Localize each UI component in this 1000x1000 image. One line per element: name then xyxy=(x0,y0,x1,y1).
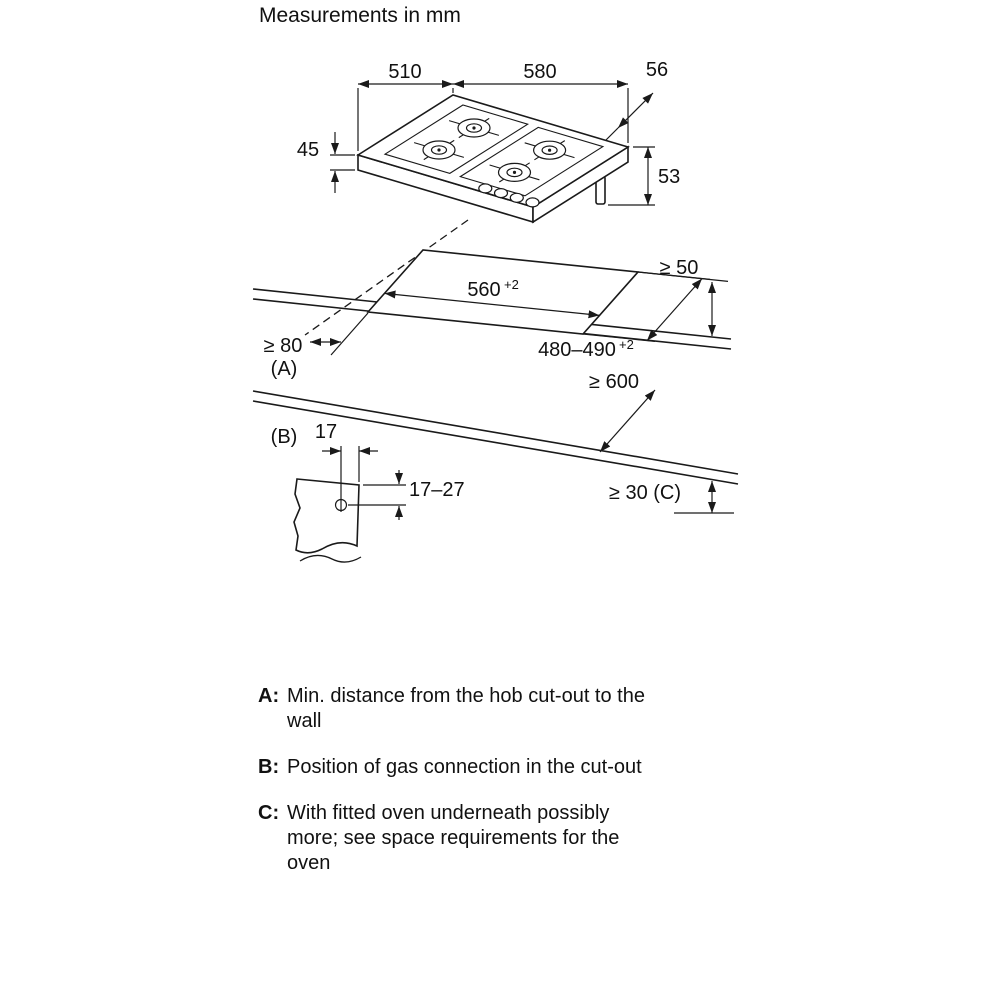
legend-line: Position of gas connection in the cut-ou… xyxy=(287,756,642,778)
measurements-diagram: 510 580 56 45 53 xyxy=(252,59,739,563)
legend-key-a: A: xyxy=(258,685,280,707)
cutout-depth-label: 480–490 xyxy=(538,339,616,361)
legend-line: more; see space requirements for the xyxy=(287,827,620,849)
hob-drawing xyxy=(356,94,630,224)
control-knob xyxy=(509,192,524,203)
legend-line: wall xyxy=(287,710,322,732)
worktop-front-edge xyxy=(252,390,739,475)
dim-510-label: 510 xyxy=(388,61,421,83)
legend-item-c: C: With fitted oven underneath possibly … xyxy=(258,801,736,876)
worktop-section xyxy=(293,478,360,554)
legend-line: oven xyxy=(287,852,331,874)
clearance-back-label: ≥ 50 xyxy=(660,257,699,279)
hob-dimensions xyxy=(330,80,655,206)
cutout-depth-sup: +2 xyxy=(619,337,634,352)
hob-top-surface xyxy=(356,94,630,208)
worktop-front-edge xyxy=(252,400,739,485)
page-title: Measurements in mm xyxy=(259,4,461,27)
dim-45-label: 45 xyxy=(297,139,319,161)
gas-depth-label: 17–27 xyxy=(409,479,465,501)
control-knob xyxy=(525,197,540,208)
cutout-width-label: 560 xyxy=(467,279,500,301)
dim-53-label: 53 xyxy=(658,166,680,188)
clearance-below-label: ≥ 30 (C) xyxy=(609,482,681,504)
gas-detail-section xyxy=(293,478,362,563)
clearance-left-label: ≥ 80 xyxy=(264,335,303,357)
dim-580-label: 580 xyxy=(523,61,556,83)
control-knob xyxy=(493,188,509,199)
legend-item-b: B: Position of gas connection in the cut… xyxy=(258,755,736,780)
legend-item-a: A: Min. distance from the hob cut-out to… xyxy=(258,684,736,734)
legend-key-b: B: xyxy=(258,756,280,778)
label-a: (A) xyxy=(271,358,298,380)
legend: A: Min. distance from the hob cut-out to… xyxy=(258,684,736,897)
alignment-dashed-line xyxy=(304,219,469,336)
hob-cutout xyxy=(366,249,640,335)
gas-detail-dimensions xyxy=(322,446,406,520)
section-break-line xyxy=(299,554,362,563)
worktop-depth-label: ≥ 600 xyxy=(589,371,639,393)
dim-56-label: 56 xyxy=(646,59,668,81)
legend-line: With fitted oven underneath possibly xyxy=(287,802,610,824)
control-knob xyxy=(478,183,493,194)
legend-line: Min. distance from the hob cut-out to th… xyxy=(287,685,645,707)
gas-offset-label: 17 xyxy=(315,421,337,443)
legend-key-c: C: xyxy=(258,802,280,824)
burners xyxy=(422,118,567,182)
label-b: (B) xyxy=(271,426,298,448)
cutout-dimensions xyxy=(310,271,734,514)
control-knobs xyxy=(478,183,540,208)
cutout-width-sup: +2 xyxy=(504,277,519,292)
